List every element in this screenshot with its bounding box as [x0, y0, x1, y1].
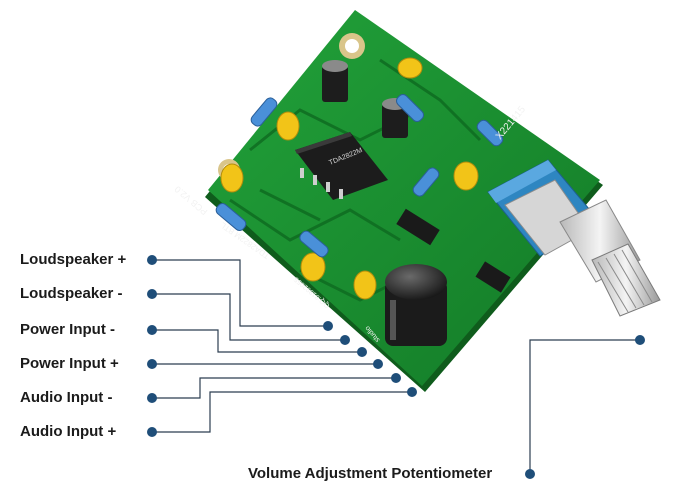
mounting-hole-top — [339, 33, 365, 59]
pcb-version-text: PCB V2.0 — [173, 184, 210, 217]
leader-lines — [152, 259, 640, 474]
dot-pin-audio-minus — [391, 373, 401, 383]
label-loudspeaker-minus: Loudspeaker - — [20, 285, 123, 302]
dot-pin-potentiometer — [635, 335, 645, 345]
leader-line-potentiometer — [529, 339, 640, 474]
dot-pin-power-minus — [357, 347, 367, 357]
leader-line-loudspeaker-minus — [152, 293, 345, 341]
capacitor-large — [385, 264, 447, 346]
dot-pin-power-plus — [373, 359, 383, 369]
resistors — [215, 94, 504, 258]
potentiometer — [487, 159, 661, 317]
dot-label-audio-minus — [147, 393, 157, 403]
dot-label-power-minus — [147, 325, 157, 335]
label-audio-input-minus: Audio Input - — [20, 389, 113, 406]
label-power-input-minus: Power Input - — [20, 321, 115, 338]
dot-label-audio-plus — [147, 427, 157, 437]
dot-label-potentiometer — [525, 469, 535, 479]
label-volume-potentiometer: Volume Adjustment Potentiometer — [248, 465, 493, 482]
tda2822m-chip: TDA2822M — [295, 132, 388, 200]
label-power-input-plus: Power Input + — [20, 355, 119, 372]
label-loudspeaker-plus: Loudspeaker + — [20, 251, 127, 268]
dot-label-power-plus — [147, 359, 157, 369]
leader-line-loudspeaker-plus — [152, 259, 328, 327]
ceramic-capacitors — [220, 57, 479, 300]
leader-line-power-minus — [152, 329, 362, 353]
dot-label-loudspeaker-minus — [147, 289, 157, 299]
dot-label-loudspeaker-plus — [147, 255, 157, 265]
capacitor-small-top — [322, 60, 348, 102]
header-pins — [396, 208, 511, 293]
label-audio-input-plus: Audio Input + — [20, 423, 117, 440]
dot-pin-loudspeaker-plus — [323, 321, 333, 331]
callout-dots — [147, 255, 645, 479]
pcb-board-surface — [208, 10, 600, 386]
knurled-knob — [591, 243, 661, 317]
dot-pin-audio-plus — [407, 387, 417, 397]
leader-line-audio-minus — [152, 377, 396, 399]
dot-pin-loudspeaker-minus — [340, 335, 350, 345]
leader-line-audio-plus — [152, 391, 412, 433]
